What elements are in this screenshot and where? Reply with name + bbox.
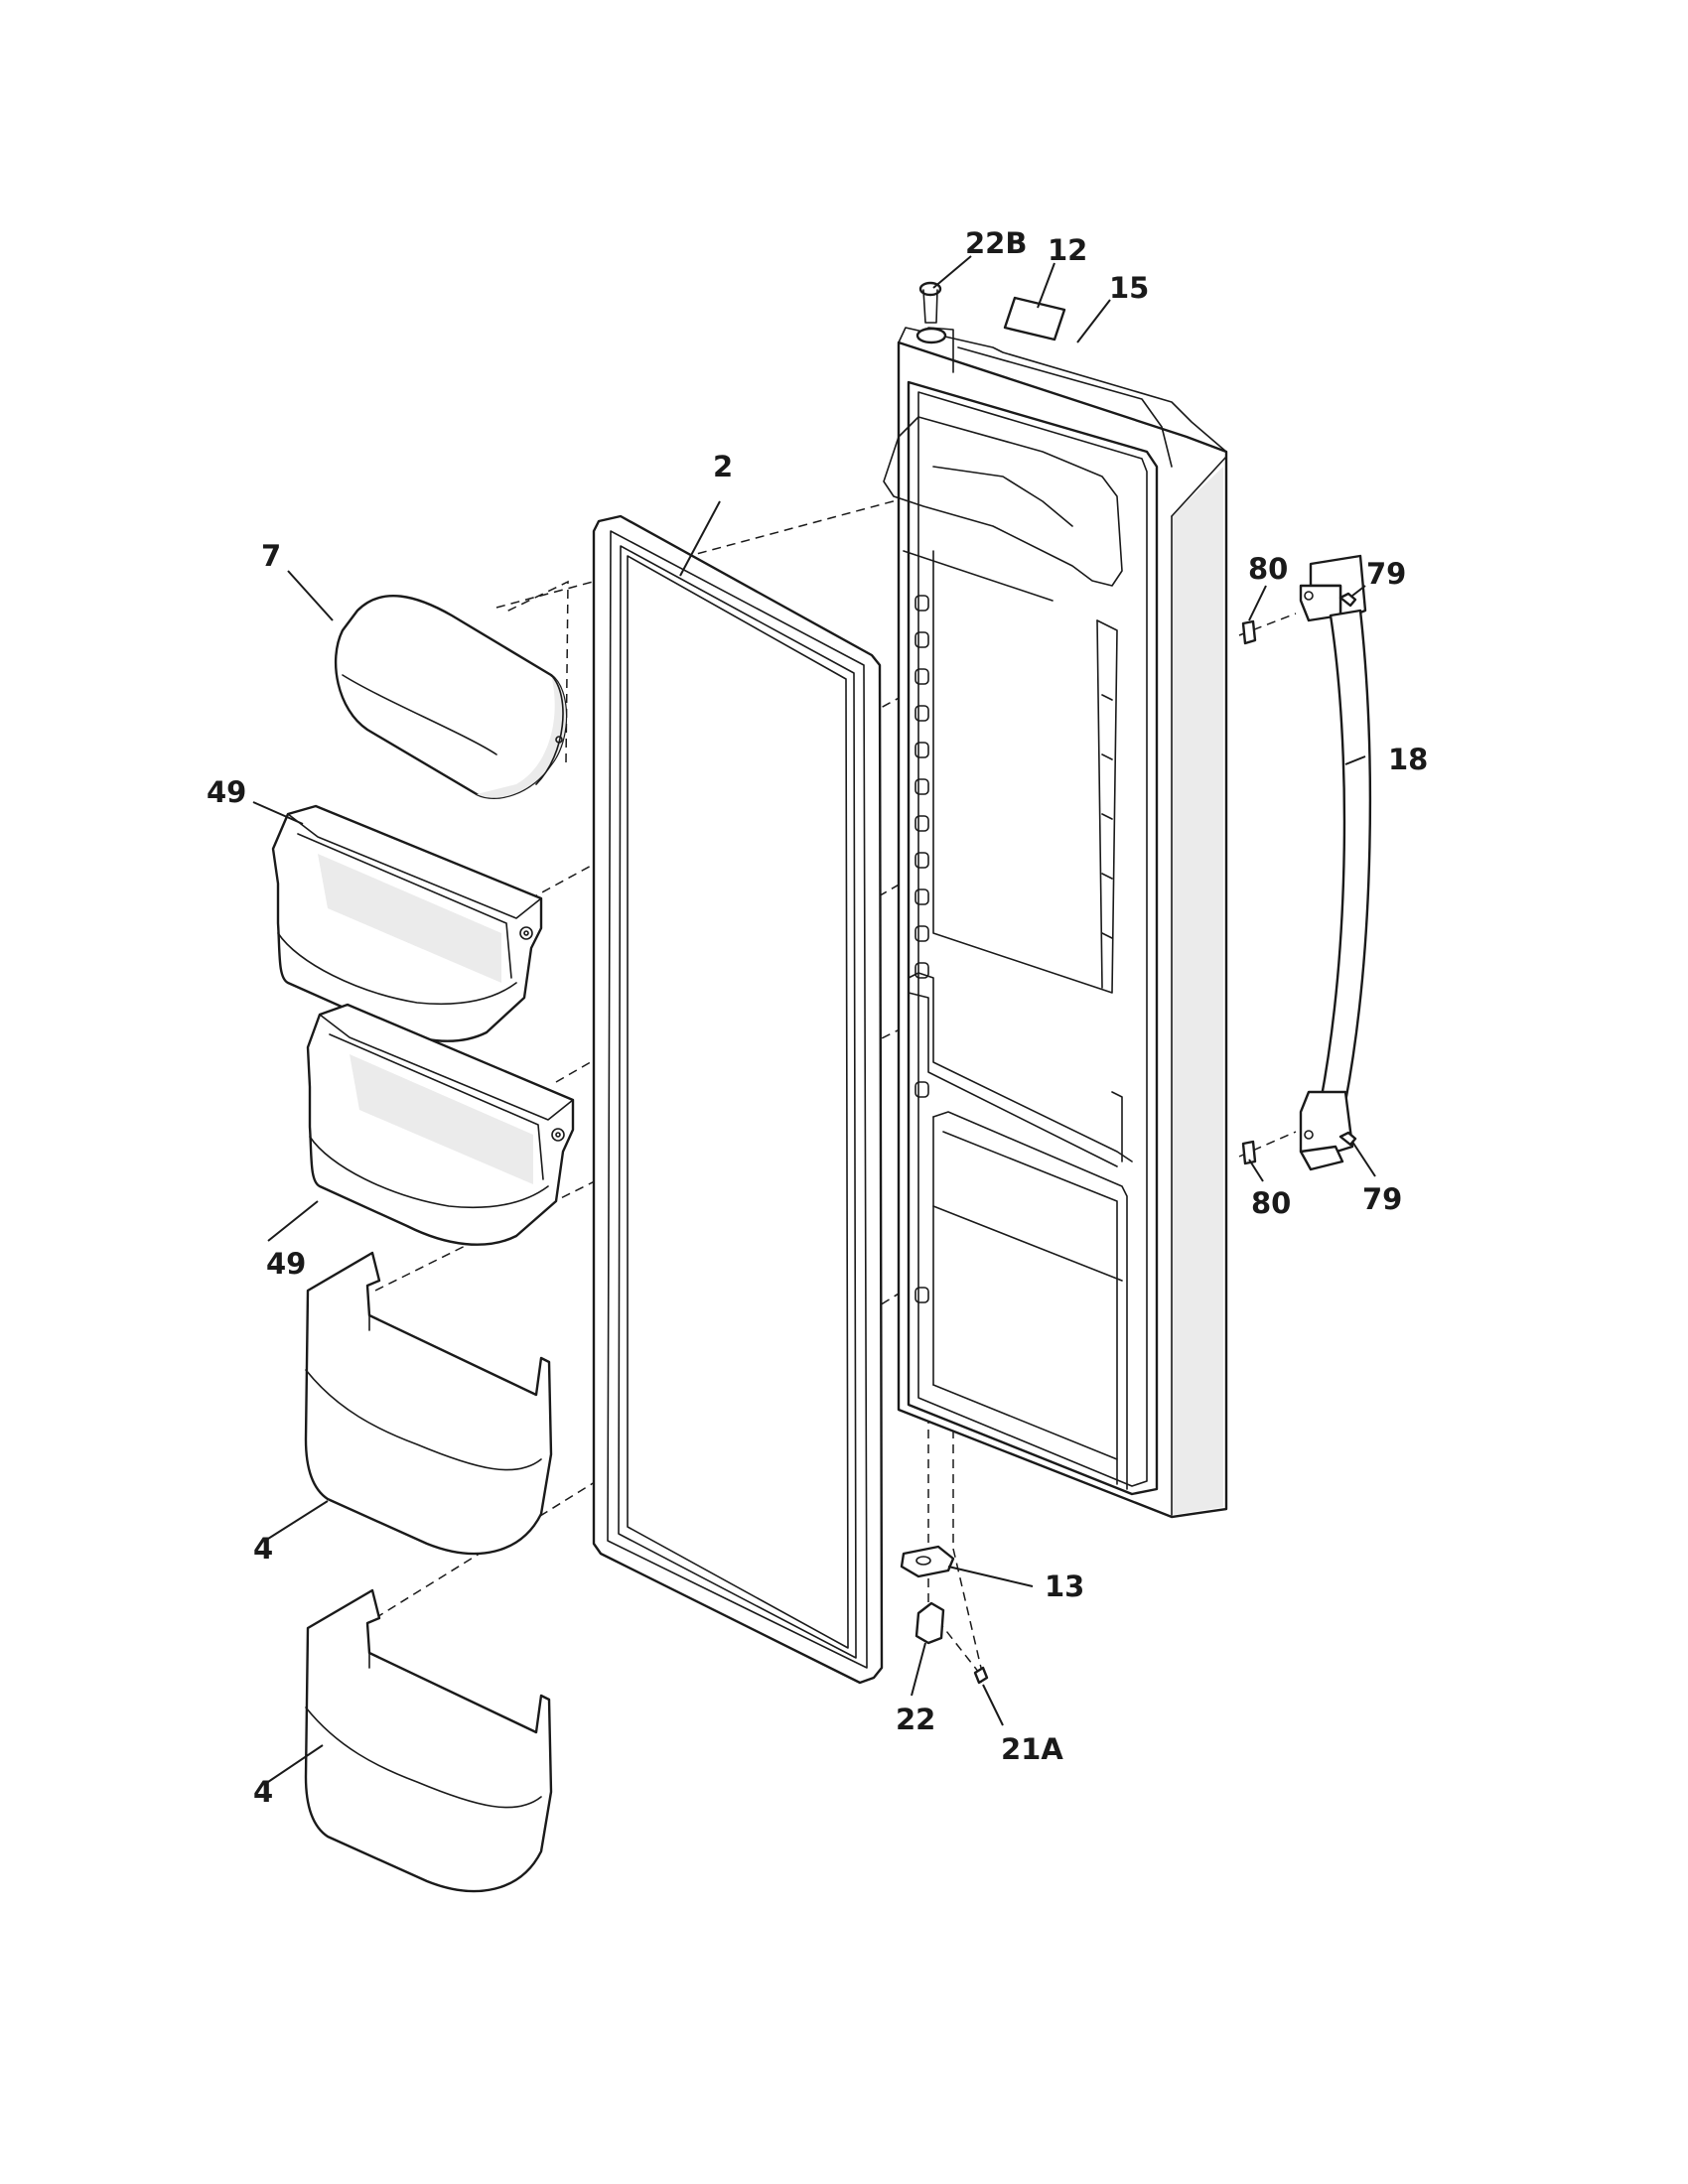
lower-hinge-parts — [900, 1545, 989, 1685]
callout-4-lower: 4 — [253, 1775, 273, 1809]
callout-22: 22 — [896, 1703, 935, 1736]
door-shelf-4-lower — [304, 1588, 553, 1893]
door-gasket — [592, 514, 884, 1685]
handle-fasteners — [1241, 592, 1357, 1165]
callout-13: 13 — [1045, 1570, 1084, 1603]
label-plate — [1003, 296, 1066, 341]
door-bin-49-lower — [306, 1003, 575, 1246]
callout-22b: 22B — [965, 226, 1027, 260]
callout-15: 15 — [1109, 271, 1149, 305]
door-shelf-4-upper — [304, 1251, 553, 1556]
door-assembly — [883, 327, 1228, 1519]
dairy-door-cover — [335, 595, 568, 799]
shelf-retainer-bumps — [914, 595, 929, 1303]
callout-12: 12 — [1048, 233, 1087, 267]
callout-80-upper: 80 — [1248, 552, 1288, 586]
callout-18: 18 — [1388, 743, 1428, 776]
door-handle — [1299, 554, 1372, 1171]
callout-21a: 21A — [1001, 1732, 1063, 1766]
callout-2: 2 — [713, 450, 733, 483]
callout-80-lower: 80 — [1251, 1186, 1291, 1220]
door-bin-49-upper — [271, 804, 543, 1042]
callout-labels: 22B 12 15 2 7 49 49 80 79 18 80 79 4 4 1… — [207, 226, 1428, 1809]
leader-lines — [252, 255, 1376, 1783]
callout-49-upper: 49 — [207, 775, 246, 809]
callout-4-upper: 4 — [253, 1532, 273, 1566]
hinge-pin-top — [915, 281, 947, 344]
callout-49-lower: 49 — [266, 1247, 306, 1281]
callout-79-lower: 79 — [1362, 1182, 1402, 1216]
callout-79-upper: 79 — [1366, 557, 1406, 591]
callout-7: 7 — [261, 539, 281, 573]
